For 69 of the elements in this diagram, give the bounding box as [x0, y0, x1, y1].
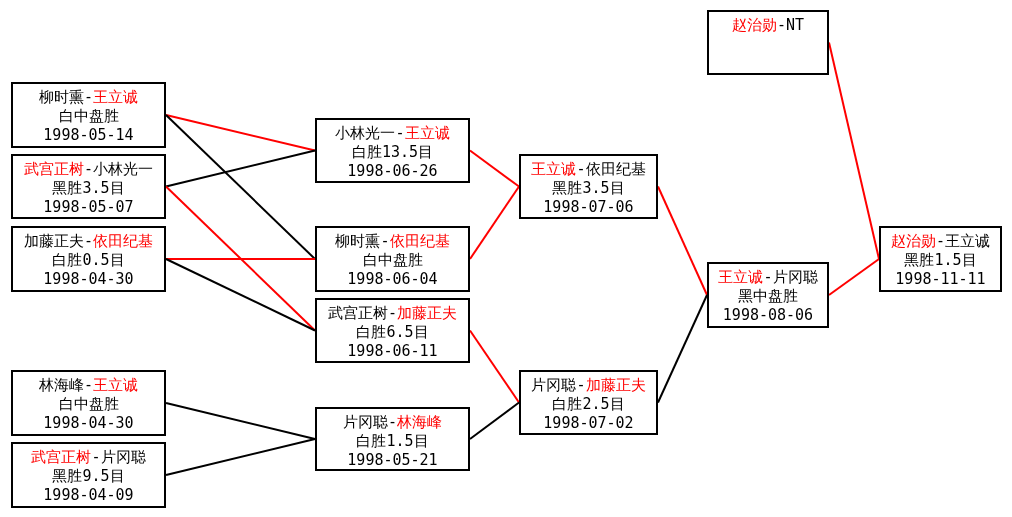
match-box [11, 226, 166, 292]
game-result: 白胜0.5目 [52, 251, 125, 270]
player-names: 小林光一-王立诚 [335, 124, 450, 143]
game-date: 1998-05-07 [43, 198, 134, 217]
game-date: 1998-06-26 [347, 162, 438, 181]
game-result: 白胜13.5目 [351, 143, 434, 162]
bracket-line [469, 185, 520, 260]
bracket-line [165, 114, 316, 260]
game-date: 1998-07-02 [543, 414, 634, 433]
game-date: 1998-07-06 [543, 198, 634, 217]
game-date: 1998-05-14 [43, 126, 134, 145]
bracket-line [165, 114, 316, 152]
match-box [11, 82, 166, 148]
bracket-line [657, 294, 708, 404]
player-names: 片冈聪-加藤正夫 [531, 376, 646, 395]
player-names: 柳时熏-王立诚 [39, 88, 138, 107]
game-date: 1998-08-06 [722, 306, 814, 325]
match-box [315, 118, 470, 183]
game-date: 1998-04-30 [43, 414, 134, 433]
match-box [879, 226, 1002, 292]
match-box [707, 10, 829, 75]
match-box [315, 298, 470, 363]
match-box [315, 226, 470, 292]
player-names: 片冈聪-林海峰 [343, 413, 442, 432]
game-result: 白中盘胜 [58, 107, 119, 126]
bracket-line [165, 258, 316, 332]
game-result: 白中盘胜 [362, 251, 423, 270]
game-result: 黑胜3.5目 [552, 179, 625, 198]
bracket-line [165, 438, 316, 476]
game-date: 1998-04-30 [43, 270, 134, 289]
game-date: 1998-11-11 [895, 270, 986, 289]
game-date: 1998-06-04 [347, 270, 438, 289]
bracket-line [165, 185, 316, 332]
bracket-line [657, 185, 708, 296]
player-names: 武宫正树-片冈聪 [31, 448, 146, 467]
game-date: 1998-04-09 [43, 486, 134, 505]
player-names: 王立诚-依田纪基 [531, 160, 646, 179]
player-names: 武宫正树-加藤正夫 [328, 304, 457, 323]
player-names: 加藤正夫-依田纪基 [24, 232, 153, 251]
player-names: 王立诚-片冈聪 [718, 268, 818, 287]
match-box [519, 154, 658, 219]
bracket-line [469, 329, 520, 404]
game-result: 黑胜1.5目 [904, 251, 977, 270]
player-names: 赵治勋-王立诚 [891, 232, 990, 251]
bracket-line [469, 149, 520, 188]
match-box [707, 262, 829, 328]
game-date: 1998-06-11 [347, 342, 438, 361]
game-result: 白中盘胜 [58, 395, 119, 414]
game-result: 黑胜9.5目 [52, 467, 125, 486]
match-box [11, 370, 166, 436]
bracket-line [165, 258, 316, 260]
match-box [315, 407, 470, 471]
match-box [11, 154, 166, 219]
game-result: 白胜1.5目 [356, 432, 429, 451]
bracket-line [165, 149, 316, 188]
bracket-line [828, 258, 880, 296]
player-names: 赵治勋-NT [731, 16, 805, 35]
game-result: 白胜2.5目 [552, 395, 625, 414]
match-box [11, 442, 166, 508]
game-result: 黑胜3.5目 [52, 179, 125, 198]
player-names: 武宫正树-小林光一 [24, 160, 153, 179]
bracket-line [469, 401, 520, 440]
bracket-line [165, 402, 316, 440]
match-box [519, 370, 658, 435]
player-names: 柳时熏-依田纪基 [335, 232, 450, 251]
game-result: 白胜6.5目 [356, 323, 429, 342]
game-result: 黑中盘胜 [738, 287, 798, 306]
game-date: 1998-05-21 [347, 451, 438, 470]
player-names: 林海峰-王立诚 [39, 376, 138, 395]
